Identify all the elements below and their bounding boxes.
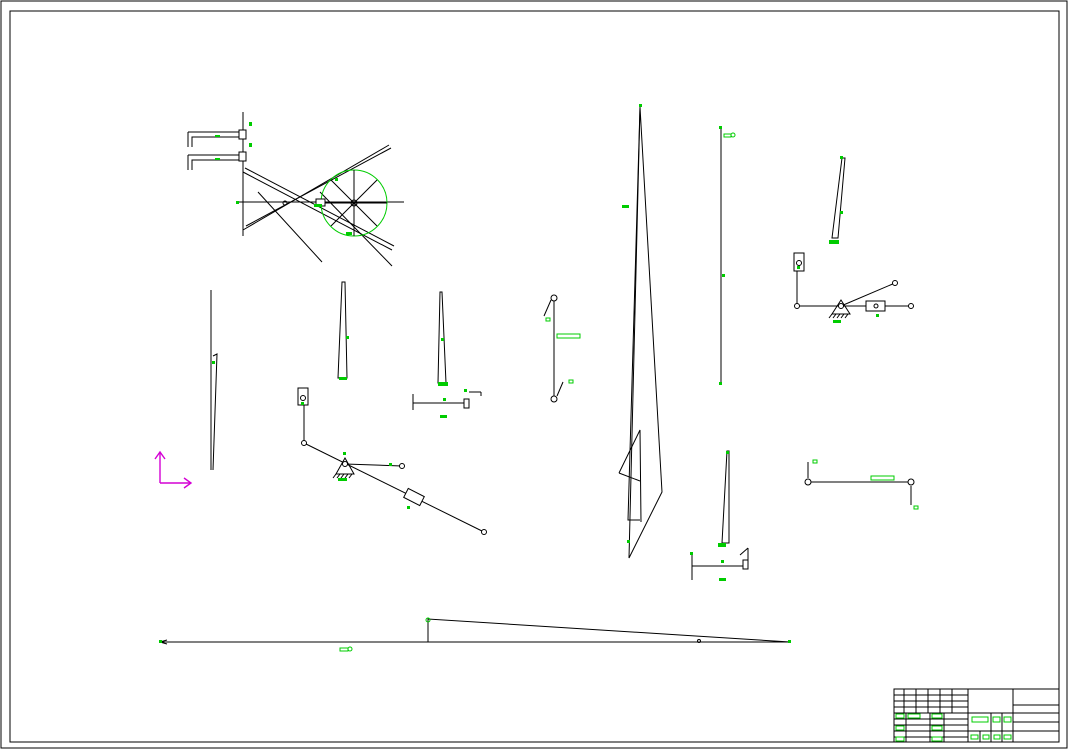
tapered-link-d[interactable] <box>829 156 846 244</box>
rocker-link-horizontal[interactable] <box>804 459 919 510</box>
tapered-link-b[interactable] <box>412 291 482 418</box>
thin-member-left[interactable] <box>210 290 218 471</box>
horizontal-beam[interactable] <box>159 617 791 652</box>
ucs-axis-icon <box>154 450 193 489</box>
slider-crank-left[interactable] <box>297 387 487 535</box>
tall-spike-member[interactable] <box>618 104 663 559</box>
rocker-link[interactable] <box>543 294 581 403</box>
vertical-rod[interactable] <box>719 126 736 385</box>
tapered-link-c[interactable] <box>690 450 749 581</box>
slider-crank-right[interactable] <box>793 252 914 323</box>
gear-mechanism-view[interactable] <box>187 112 404 267</box>
title-block <box>893 688 1060 743</box>
tapered-link-a[interactable] <box>337 281 349 380</box>
sheet-inner-frame <box>9 10 1060 743</box>
